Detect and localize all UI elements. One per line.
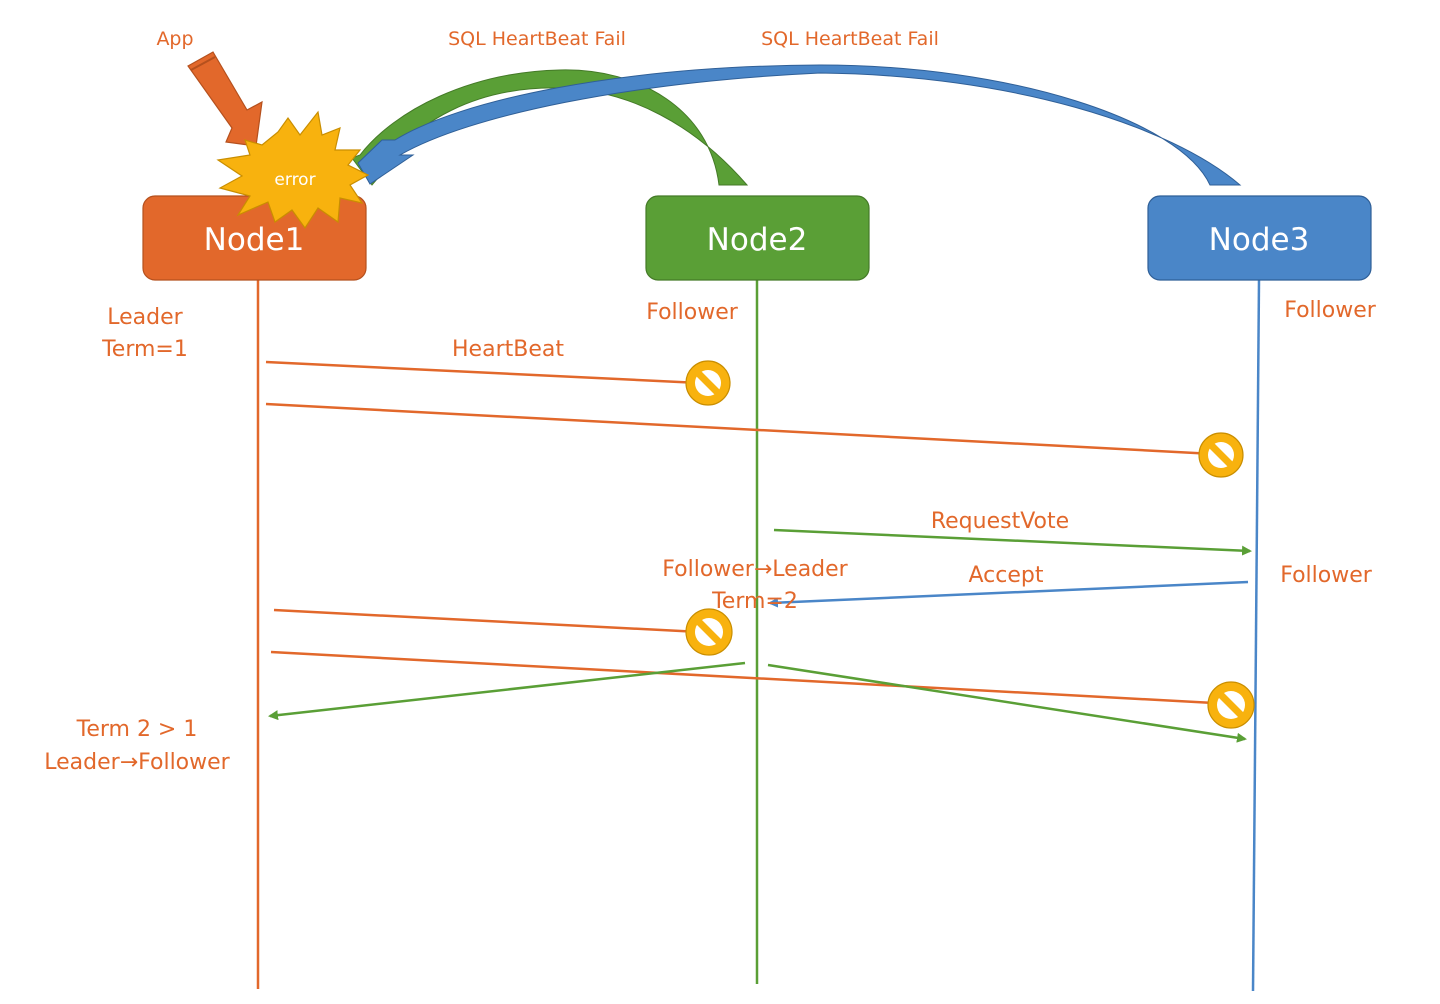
accept-label: Accept	[969, 563, 1044, 588]
heartbeat-msg-3	[273, 608, 701, 634]
heartbeat-label: HeartBeat	[452, 337, 564, 362]
sql-fail-label-node3: SQL HeartBeat Fail	[761, 28, 939, 50]
request-vote-msg	[773, 528, 1252, 556]
node2-label: Node2	[707, 222, 808, 258]
app-label: App	[156, 28, 193, 50]
node1-state-label: Leader	[107, 305, 183, 330]
node3-box[interactable]: Node3	[1147, 195, 1372, 281]
heartbeat-msg-4	[270, 650, 1215, 705]
error-label: error	[274, 170, 315, 190]
node1-label: Node1	[204, 222, 305, 258]
node2-term-label: Term=2	[711, 589, 798, 614]
leader-heartbeat-to-node1	[268, 661, 746, 721]
node1-term-compare-label: Term 2 > 1	[76, 717, 198, 742]
heartbeat-msg-1	[265, 360, 701, 385]
blocked-icon-hb1	[685, 360, 731, 406]
node3-state-label: Follower	[1284, 298, 1377, 323]
node2-transition-label: Follower→Leader	[662, 557, 848, 582]
leader-heartbeat-to-node3	[767, 663, 1247, 743]
accept-msg	[768, 580, 1249, 608]
node1-transition-label: Leader→Follower	[44, 750, 230, 775]
node3-lifeline	[1251, 279, 1261, 992]
app-arrow-icon	[187, 51, 263, 147]
node3-label: Node3	[1209, 222, 1310, 258]
request-vote-label: RequestVote	[931, 509, 1069, 534]
heartbeat-msg-2	[265, 402, 1215, 456]
sql-fail-arrow-node2	[351, 69, 749, 186]
blocked-icon-hb3	[685, 608, 733, 656]
blocked-icon-hb2	[1198, 432, 1244, 478]
node1-term-label: Term=1	[101, 337, 188, 362]
node2-state-label: Follower	[646, 300, 739, 325]
sql-fail-arrow-node3	[357, 64, 1242, 186]
sql-fail-label-node2: SQL HeartBeat Fail	[448, 28, 626, 50]
blocked-icon-hb4	[1207, 681, 1255, 729]
node2-box[interactable]: Node2	[645, 195, 870, 281]
node3-state-later-label: Follower	[1280, 563, 1373, 588]
error-burst-icon: error	[216, 110, 370, 230]
